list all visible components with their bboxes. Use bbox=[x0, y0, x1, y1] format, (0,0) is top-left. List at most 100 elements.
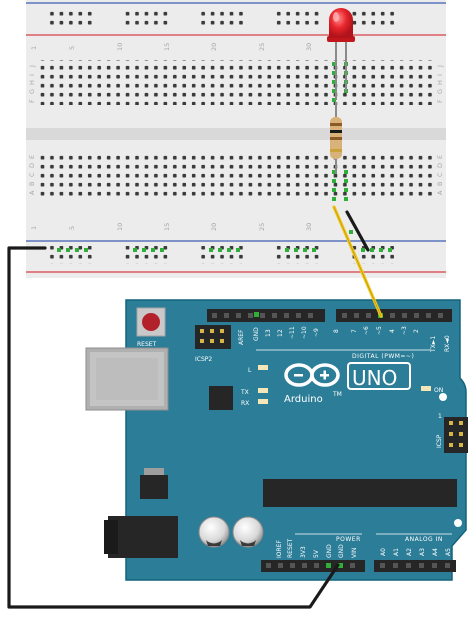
power-header bbox=[261, 560, 365, 572]
voltage-regulator bbox=[140, 475, 168, 499]
analog-pin-labels: A0 A1 A2 A3 A4 A5 bbox=[380, 548, 452, 556]
jumper-black-breadboard[interactable] bbox=[345, 210, 370, 252]
svg-text:GND: GND bbox=[338, 544, 345, 558]
led-highlight bbox=[333, 12, 339, 22]
icsp-pins bbox=[449, 421, 463, 447]
power-label: POWER bbox=[336, 536, 361, 543]
col-num-bottom: 30 bbox=[305, 223, 313, 231]
col-num-bottom: 15 bbox=[163, 223, 171, 231]
svg-text:J: J bbox=[28, 65, 36, 68]
svg-text:D: D bbox=[28, 163, 36, 168]
col-num-top: 10 bbox=[116, 43, 124, 51]
svg-text:GND: GND bbox=[253, 327, 260, 341]
icsp-header bbox=[444, 417, 468, 453]
led-dome bbox=[329, 8, 353, 38]
col-num-bottom: 5 bbox=[68, 226, 76, 230]
col-num-bottom: 25 bbox=[258, 223, 266, 231]
svg-text:13: 13 bbox=[265, 329, 272, 337]
uno-badge bbox=[347, 362, 411, 390]
svg-text:~10: ~10 bbox=[301, 326, 308, 339]
svg-text:RX◄0: RX◄0 bbox=[444, 335, 451, 352]
resistor-band-4 bbox=[330, 149, 342, 152]
dc-power-jack[interactable] bbox=[108, 516, 178, 558]
col-num-top: 30 bbox=[305, 43, 313, 51]
digital-label: DIGITAL (PWM=~) bbox=[352, 353, 414, 360]
svg-text:IOREF: IOREF bbox=[276, 540, 283, 558]
svg-text:A3: A3 bbox=[419, 548, 426, 556]
arduino-label: Arduino bbox=[284, 394, 323, 405]
svg-text:~9: ~9 bbox=[313, 328, 320, 337]
svg-text:12: 12 bbox=[277, 329, 284, 337]
row-letters-right: J I H G F E D C B A bbox=[436, 65, 444, 195]
svg-text:7: 7 bbox=[351, 329, 358, 333]
center-channel bbox=[26, 128, 446, 140]
svg-text:I: I bbox=[28, 74, 36, 76]
svg-text:~5: ~5 bbox=[376, 326, 383, 335]
svg-text:H: H bbox=[28, 80, 36, 85]
icsp2-label: ICSP2 bbox=[195, 356, 212, 363]
svg-text:H: H bbox=[436, 80, 444, 85]
svg-text:G: G bbox=[436, 89, 444, 94]
resistor-band-1 bbox=[330, 123, 342, 126]
svg-text:2: 2 bbox=[413, 329, 420, 333]
reset-label: RESET bbox=[137, 341, 157, 348]
led-rx-label: RX bbox=[241, 400, 249, 407]
wire-black-gnd[interactable] bbox=[7, 246, 340, 609]
digital-pin-labels: AREF GND 13 12 ~11 ~10 ~9 8 7 ~6 ~5 4 ~3… bbox=[238, 326, 451, 353]
upper-terminal-holes bbox=[37, 60, 434, 105]
icsp2-header bbox=[195, 325, 231, 349]
col-num-bottom: 1 bbox=[30, 226, 38, 230]
mount-hole bbox=[439, 393, 447, 401]
gnd-pin-active bbox=[338, 563, 343, 568]
svg-text:A4: A4 bbox=[432, 548, 439, 556]
svg-text:A5: A5 bbox=[445, 548, 452, 556]
svg-text:A: A bbox=[436, 190, 444, 195]
reset-button[interactable] bbox=[142, 313, 160, 331]
svg-text:TX►1: TX►1 bbox=[430, 336, 437, 353]
gnd-pin-active bbox=[326, 563, 331, 568]
svg-text:8: 8 bbox=[333, 329, 340, 333]
red-led[interactable] bbox=[327, 8, 355, 100]
icsp-pin1: 1 bbox=[438, 413, 442, 420]
power-pin-labels: IOREF RESET 3V3 5V GND GND VIN bbox=[276, 538, 358, 558]
column-numbers-top: 1 5 10 15 20 25 30 bbox=[30, 43, 313, 51]
svg-text:AREF: AREF bbox=[238, 329, 245, 345]
svg-text:E: E bbox=[436, 155, 444, 159]
capacitor-right bbox=[232, 516, 264, 548]
svg-text:~6: ~6 bbox=[363, 326, 370, 335]
resistor-band-2 bbox=[330, 130, 342, 133]
analog-header-pins bbox=[380, 563, 450, 568]
atmega-chip bbox=[263, 479, 457, 507]
svg-text:G: G bbox=[28, 89, 36, 94]
svg-text:F: F bbox=[28, 99, 36, 103]
svg-text:~3: ~3 bbox=[401, 326, 408, 335]
analog-header bbox=[374, 560, 456, 572]
led-rx bbox=[258, 399, 268, 404]
gnd-active bbox=[254, 312, 259, 317]
breadboard: 1 5 10 15 20 25 30 1 5 10 15 20 25 30 J … bbox=[26, 0, 446, 278]
voltage-regulator-tab bbox=[144, 468, 164, 476]
icsp-label: ICSP bbox=[436, 434, 443, 448]
led-tx-label: TX bbox=[240, 389, 249, 396]
usb-chip bbox=[209, 386, 233, 410]
svg-text:5V: 5V bbox=[313, 549, 320, 558]
board-pcb bbox=[125, 299, 467, 581]
digital-header-pins bbox=[212, 313, 443, 318]
analog-label: ANALOG IN bbox=[405, 536, 443, 543]
dc-jack-front bbox=[104, 520, 118, 554]
arduino-logo bbox=[284, 363, 340, 387]
svg-text:C: C bbox=[28, 172, 36, 177]
svg-text:~11: ~11 bbox=[289, 326, 296, 339]
row-letters-left: J I H G F E D C B A bbox=[28, 65, 36, 195]
svg-text:D: D bbox=[436, 163, 444, 168]
svg-text:RESET: RESET bbox=[287, 538, 294, 558]
svg-text:A: A bbox=[28, 190, 36, 195]
svg-text:F: F bbox=[436, 99, 444, 103]
col-num-top: 20 bbox=[210, 43, 218, 51]
on-label: ON bbox=[434, 387, 443, 394]
svg-text:A2: A2 bbox=[406, 548, 413, 556]
svg-text:J: J bbox=[436, 65, 444, 68]
uno-label: UNO bbox=[352, 366, 397, 390]
resistor[interactable] bbox=[330, 102, 342, 174]
